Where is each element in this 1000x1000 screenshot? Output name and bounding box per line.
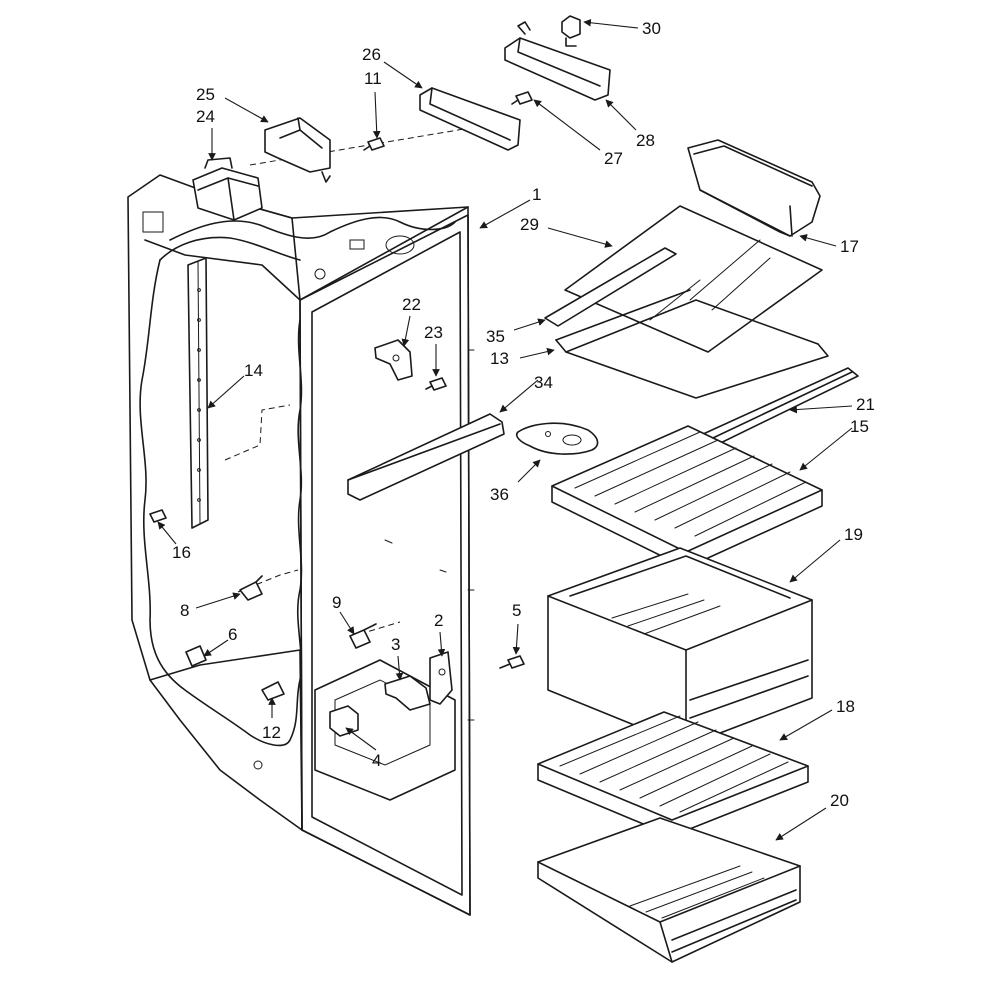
callout-17: 17 (840, 237, 859, 256)
part-12-fitting (261, 681, 285, 701)
part-4-block (329, 705, 359, 737)
callout-9: 9 (332, 593, 341, 612)
callout-23: 23 (424, 323, 443, 342)
part-22-bracket (374, 339, 413, 381)
part-5-screw (499, 655, 525, 669)
callout-16: 16 (172, 543, 191, 562)
part-18-wire-shelf (537, 711, 809, 837)
callout-25: 25 (196, 85, 215, 104)
part-9-fitting (349, 623, 377, 649)
part-27-screw (511, 91, 533, 105)
part-6-clip (185, 645, 207, 667)
part-13-shelf-frame (555, 289, 829, 399)
part-3-bracket (384, 675, 431, 711)
callout-4: 4 (372, 751, 381, 770)
callout-30: 30 (642, 19, 661, 38)
part-26-rail (419, 87, 521, 151)
callout-labels: 1 2 3 4 5 6 8 9 11 12 13 14 15 16 17 18 … (172, 19, 875, 810)
callout-15: 15 (850, 417, 869, 436)
callout-11: 11 (364, 69, 382, 88)
part-36-cover (515, 422, 599, 455)
callout-29: 29 (520, 215, 539, 234)
part-17-bin (687, 139, 821, 237)
callout-1: 1 (532, 185, 541, 204)
callout-2: 2 (434, 611, 443, 630)
part-29-glass-shelf (564, 205, 823, 353)
part-24-control-housing (192, 157, 263, 221)
part-34-cross-rail (347, 413, 505, 501)
callout-8: 8 (180, 601, 189, 620)
part-23-screw (425, 377, 447, 391)
callout-22: 22 (402, 295, 421, 314)
callout-21: 21 (856, 395, 875, 414)
callout-28: 28 (636, 131, 655, 150)
callout-20: 20 (830, 791, 849, 810)
part-35-shelf-rail (544, 247, 677, 327)
leader-lines (157, 18, 853, 841)
callout-18: 18 (836, 697, 855, 716)
part-8-fitting (239, 575, 263, 601)
part-16-screw (149, 509, 167, 523)
callout-5: 5 (512, 601, 521, 620)
callout-34: 34 (534, 373, 553, 392)
callout-13: 13 (490, 349, 509, 368)
part-28-light-housing (504, 21, 611, 101)
callout-19: 19 (844, 525, 863, 544)
callout-14: 14 (244, 361, 263, 380)
callout-3: 3 (391, 635, 400, 654)
callout-27: 27 (604, 149, 623, 168)
cabinet-liner (127, 127, 475, 916)
callout-36: 36 (490, 485, 509, 504)
part-20-bottom-drawer (537, 817, 801, 963)
callout-26: 26 (362, 45, 381, 64)
part-30-bulb-socket (561, 15, 581, 47)
callout-6: 6 (228, 625, 237, 644)
callout-35: 35 (486, 327, 505, 346)
part-19-crisper-drawer (547, 547, 813, 747)
callout-12: 12 (262, 723, 281, 742)
part-11-screw (363, 137, 385, 151)
callout-24: 24 (196, 107, 215, 126)
part-25-bracket (264, 117, 331, 183)
